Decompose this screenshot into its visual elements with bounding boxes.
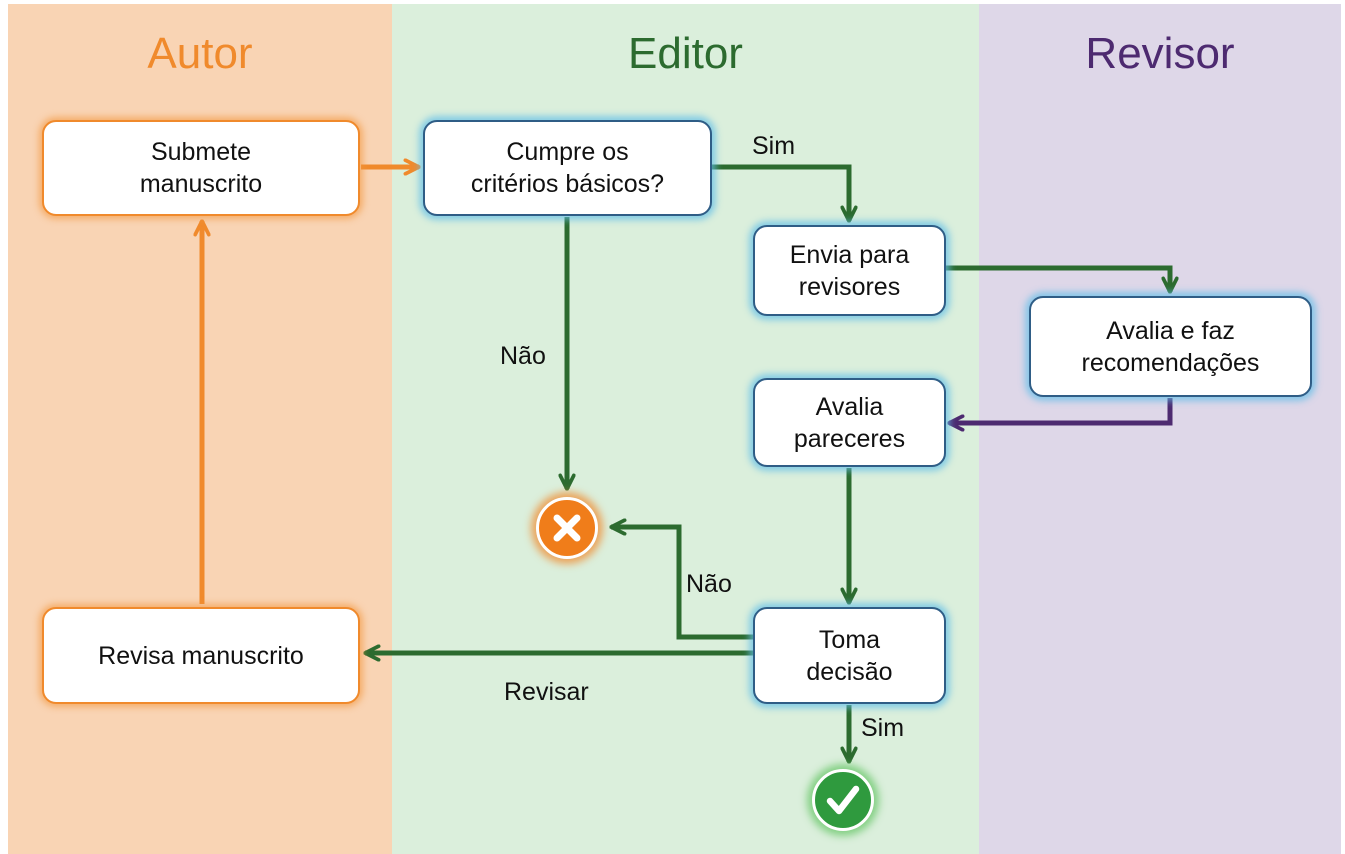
arrow-decide-no [611, 527, 754, 640]
label-criteria-no: Não [500, 342, 546, 370]
node-submit-manuscript[interactable]: Submete manuscrito [42, 120, 360, 216]
node-revise-manuscript[interactable]: Revisa manuscrito [42, 607, 360, 704]
lane-editor-title: Editor [628, 29, 743, 78]
arrow-criteria-yes [712, 164, 849, 221]
check-circle-icon [826, 785, 860, 815]
reject-terminal [536, 497, 598, 559]
lane-reviewer: Revisor [979, 4, 1341, 854]
label-decide-yes: Sim [861, 714, 905, 742]
x-circle-icon [553, 514, 581, 542]
label-decide-no: Não [686, 570, 732, 598]
arrow-send-to-evaluate [946, 265, 1170, 292]
lane-reviewer-title: Revisor [1085, 29, 1235, 78]
node-make-decision[interactable]: Toma decisão [753, 607, 946, 704]
accept-terminal [812, 769, 874, 831]
lane-author-title: Autor [147, 29, 253, 78]
arrow-evaluate-to-assess [949, 398, 1173, 423]
label-criteria-yes: Sim [752, 132, 796, 160]
node-send-to-reviewers[interactable]: Envia para revisores [753, 225, 946, 316]
node-assess-reviews[interactable]: Avalia pareceres [753, 378, 946, 467]
label-decide-revise: Revisar [504, 678, 589, 706]
node-evaluate-recommend[interactable]: Avalia e faz recomendações [1029, 296, 1312, 397]
node-check-criteria[interactable]: Cumpre os critérios básicos? [423, 120, 712, 216]
